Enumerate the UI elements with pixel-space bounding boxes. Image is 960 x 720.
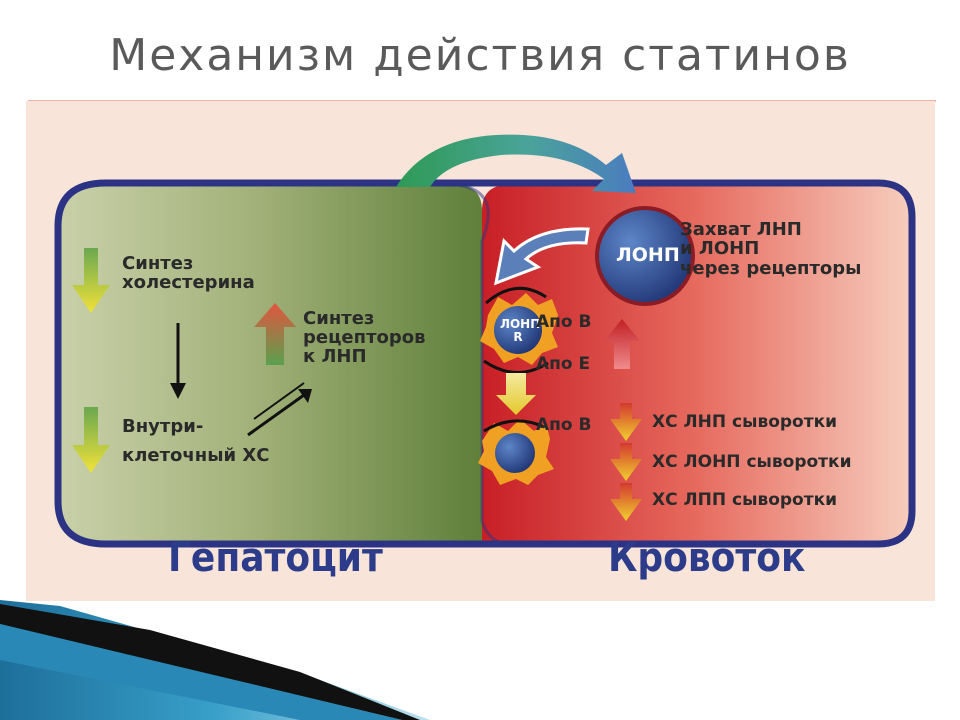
diagram-graphics: [54, 134, 916, 548]
receptor-complex-bottom: [478, 419, 554, 485]
serum-vldl-down-arrow: [610, 443, 642, 481]
intracellular-chol-label: Внутри- клеточный ХС: [122, 416, 270, 466]
vldl-badge: ЛОНП: [616, 244, 680, 266]
receptor-synthesis-label: Синтез рецепторов к ЛНП: [303, 308, 426, 367]
cholesterol-synthesis-label: Синтез холестерина: [122, 253, 255, 294]
uptake-label: Захват ЛНП и ЛОНП через рецепторы: [680, 219, 862, 279]
serum-idl-label: ХС ЛПП сыворотки: [652, 490, 838, 510]
slide-decoration: [0, 600, 430, 720]
receptor-badge: ЛОНП R: [500, 317, 541, 344]
apo-b-top-label: Апо В: [536, 312, 592, 332]
diagram-frame: [54, 179, 916, 548]
compartment-divider: [457, 183, 507, 546]
bloodstream-section-label: Кровоток: [608, 535, 806, 581]
cholesterol-synthesis-down-arrow: [72, 248, 110, 313]
transport-arc-arrow: [396, 134, 636, 193]
vldl-ball: [595, 206, 695, 306]
receptor-transition-arrow: [496, 373, 536, 415]
hepatocyte-section-label: Гепатоцит: [168, 535, 383, 581]
apo-e-label: Апо Е: [536, 354, 591, 374]
bloodstream-compartment: [482, 185, 910, 541]
statin-mechanism-diagram: Синтез холестерина Внутри- клеточный ХС …: [26, 101, 935, 601]
flow-arrow-diagonal: [247, 382, 312, 437]
serum-idl-down-arrow: [610, 483, 642, 521]
apo-b-bottom-label: Апо В: [536, 415, 592, 435]
receptor-complex-top: [480, 286, 558, 374]
slide-title: Механизм действия статинов: [109, 30, 851, 81]
serum-ldl-label: ХС ЛНП сыворотки: [652, 412, 838, 432]
serum-vldl-label: ХС ЛОНП сыворотки: [652, 452, 852, 472]
receptor-synthesis-up-arrow: [254, 303, 296, 365]
serum-ldl-down-arrow: [610, 403, 642, 441]
intracellular-chol-down-arrow: [72, 407, 110, 473]
flow-arrow-down: [170, 323, 186, 399]
apo-e-up-arrow: [604, 319, 640, 369]
return-arrow: [494, 227, 590, 286]
